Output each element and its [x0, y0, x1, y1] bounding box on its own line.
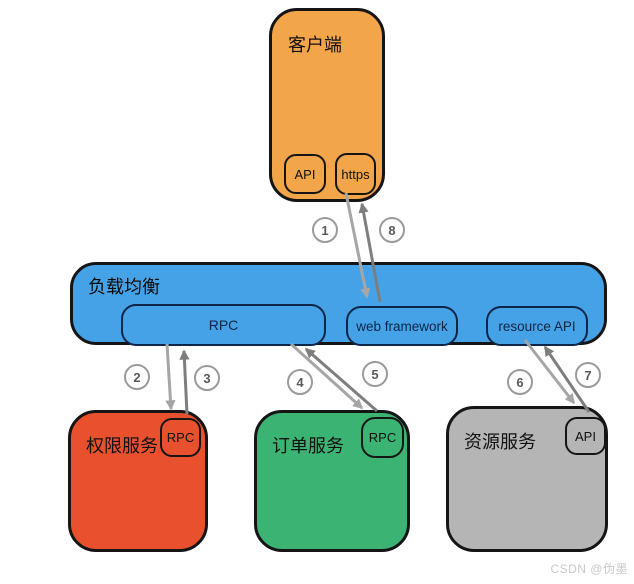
- step-badge-6: 6: [507, 369, 533, 395]
- step-badge-3: 3: [194, 365, 220, 391]
- lb-rpc-box: RPC: [121, 304, 326, 346]
- step-badge-7: 7: [575, 362, 601, 388]
- lb-web-framework-box: web framework: [346, 306, 458, 346]
- step-badge-4: 4: [287, 369, 313, 395]
- watermark: CSDN @伪墨: [550, 562, 628, 576]
- step-badge-8: 8: [379, 217, 405, 243]
- order-service-box: 订单服务 RPC: [254, 410, 410, 552]
- permission-service-box: 权限服务 RPC: [68, 410, 208, 552]
- step-badge-5: 5: [362, 361, 388, 387]
- load-balancer-label: 负载均衡: [88, 277, 160, 297]
- client-label: 客户端: [288, 35, 342, 55]
- client-api-port: API: [284, 154, 326, 194]
- arrow-2-rpc-to-permission: [165, 343, 176, 411]
- permission-service-label: 权限服务: [86, 436, 158, 456]
- order-service-label: 订单服务: [272, 436, 344, 456]
- permission-service-rpc-port: RPC: [160, 418, 201, 457]
- client-https-port: https: [335, 153, 376, 195]
- client-box: 客户端 API https: [269, 8, 385, 202]
- load-balancer-box: 负载均衡 RPC web framework resource API: [70, 262, 607, 346]
- resource-service-api-port: API: [565, 417, 606, 455]
- step-badge-1: 1: [312, 217, 338, 243]
- arrow-3-permission-to-rpc: [179, 349, 190, 415]
- lb-resource-api-box: resource API: [486, 306, 588, 346]
- step-badge-2: 2: [124, 364, 150, 390]
- order-service-rpc-port: RPC: [361, 417, 404, 458]
- arrow-6-resourceapi-to-resource: [523, 339, 576, 405]
- resource-service-box: 资源服务 API: [446, 406, 608, 552]
- resource-service-label: 资源服务: [464, 432, 536, 452]
